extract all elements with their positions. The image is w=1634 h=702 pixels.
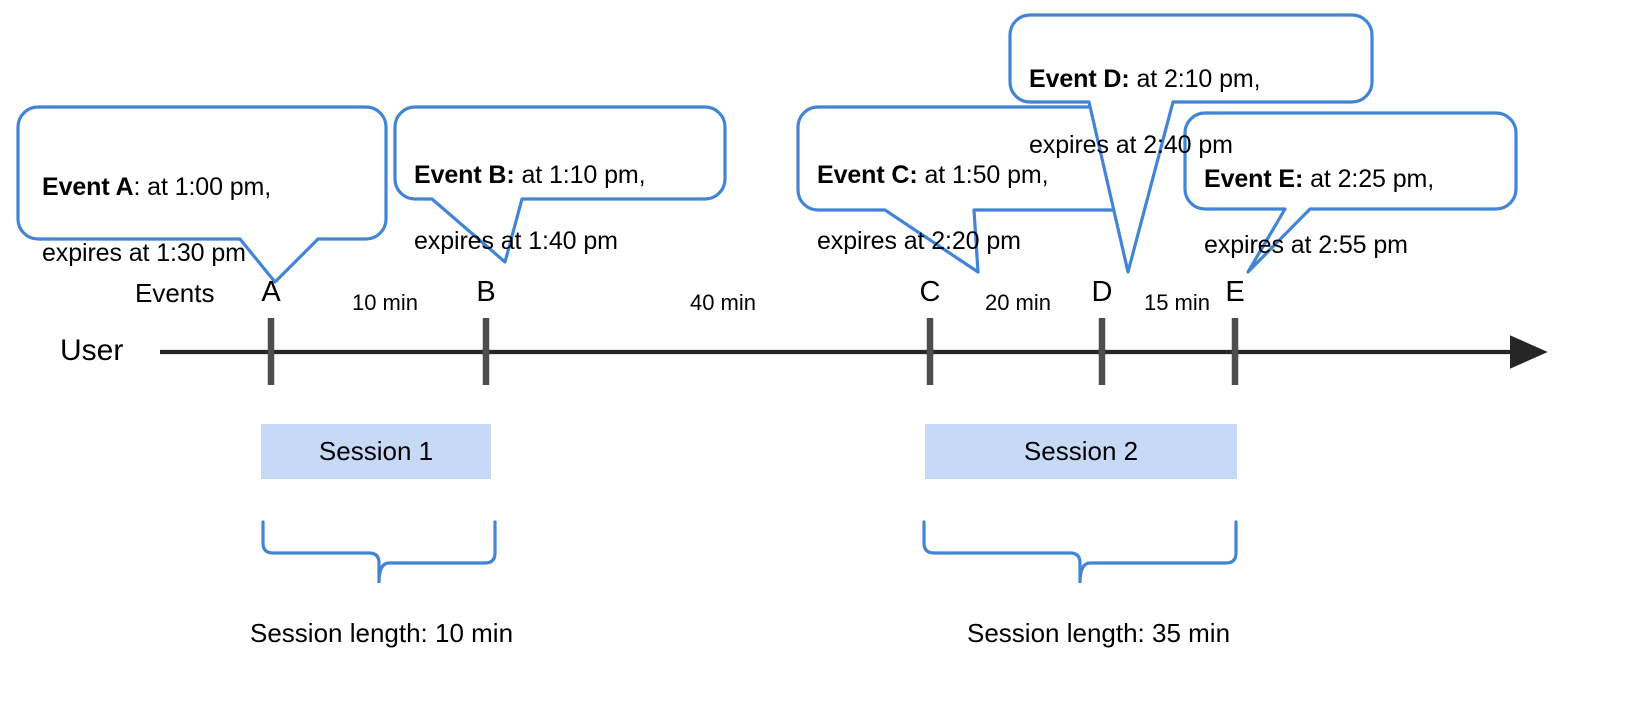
interval-label-bc: 40 min	[689, 290, 757, 315]
brace-session-2	[922, 520, 1238, 584]
brace-session-1	[261, 520, 497, 584]
callout-text-e: Event E: at 2:25 pm, expires at 2:55 pm	[1204, 130, 1524, 262]
session-box-1[interactable]: Session 1	[261, 424, 491, 479]
callout-bubble-d	[1008, 13, 1374, 274]
tick-label-d: D	[1091, 276, 1113, 308]
callout-b-line1: at 1:10 pm,	[521, 161, 646, 189]
callout-text-d: Event D: at 2:10 pm, expires at 2:40 pm	[1029, 30, 1369, 162]
tick-label-e: E	[1225, 276, 1245, 308]
callout-d-bold: Event D:	[1029, 65, 1130, 93]
callout-bubble-e	[1183, 111, 1518, 274]
callout-a-sep: :	[133, 173, 148, 201]
interval-label-de: 15 min	[1143, 290, 1211, 315]
row-label-user: User	[60, 334, 124, 367]
callout-a-bold: Event A	[42, 173, 134, 201]
callout-b-bold: Event B:	[414, 161, 515, 189]
callout-d-line1: at 2:10 pm,	[1136, 65, 1261, 93]
tick-marks	[267, 318, 1239, 385]
callout-e-bold: Event E:	[1204, 165, 1304, 193]
callout-text-a: Event A: at 1:00 pm, expires at 1:30 pm	[42, 138, 382, 270]
interval-label-ab: 10 min	[351, 290, 419, 315]
callout-bubble-b	[393, 105, 727, 264]
callout-text-b: Event B: at 1:10 pm, expires at 1:40 pm	[414, 126, 714, 258]
callout-e-line2: expires at 2:55 pm	[1204, 231, 1408, 259]
tick-label-c: C	[919, 276, 941, 308]
callout-e-line1: at 2:25 pm,	[1310, 165, 1435, 193]
callout-c-line2: expires at 2:20 pm	[817, 227, 1021, 255]
session-length-2: Session length: 35 min	[967, 618, 1231, 648]
callout-bubble-a	[16, 105, 388, 284]
callout-c-line1: at 1:50 pm,	[924, 161, 1049, 189]
session-box-2[interactable]: Session 2	[925, 424, 1237, 479]
session-2-label: Session 2	[1023, 436, 1139, 466]
callout-a-line2: expires at 1:30 pm	[42, 239, 246, 267]
callout-d-line2: expires at 2:40 pm	[1029, 131, 1233, 159]
callout-text-c: Event C: at 1:50 pm, expires at 2:20 pm	[817, 126, 1137, 258]
tick-label-a: A	[261, 276, 281, 308]
callout-b-line2: expires at 1:40 pm	[414, 227, 618, 255]
tick-label-b: B	[476, 276, 496, 308]
session-length-1: Session length: 10 min	[250, 618, 514, 648]
callout-a-line1: at 1:00 pm,	[147, 173, 272, 201]
events-label: Events	[135, 278, 215, 308]
interval-label-cd: 20 min	[984, 290, 1052, 315]
callout-c-bold: Event C:	[817, 161, 918, 189]
session-1-label: Session 1	[318, 436, 434, 466]
